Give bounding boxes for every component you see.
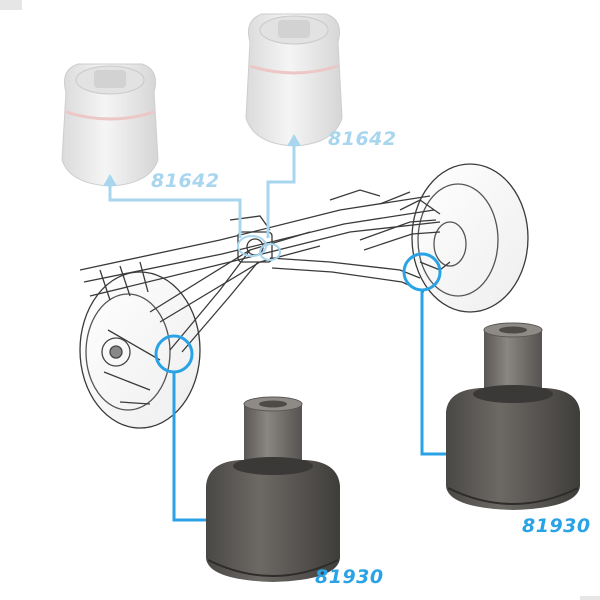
- rear-ball-joint-icon: [245, 13, 343, 147]
- callout-line: [172, 290, 452, 522]
- part-number-label: 81930: [315, 566, 384, 588]
- highlight-ring-faded: [259, 243, 281, 261]
- control-arm-bushing-icon: [206, 396, 340, 582]
- corner-mark: [0, 0, 22, 10]
- part-number-label: 81930: [522, 515, 591, 537]
- control-arm-bushing-icon: [446, 322, 580, 510]
- corner-mark: [580, 596, 600, 600]
- highlight-ring-faded: [237, 235, 267, 257]
- rear-axle-assembly-icon: [79, 163, 529, 429]
- part-number-label: 81642: [328, 128, 397, 150]
- part-number-label: 81642: [151, 170, 220, 192]
- arrow-up-icon: [103, 134, 301, 186]
- rear-ball-joint-icon: [61, 63, 159, 187]
- callout-line-faded: [108, 146, 296, 238]
